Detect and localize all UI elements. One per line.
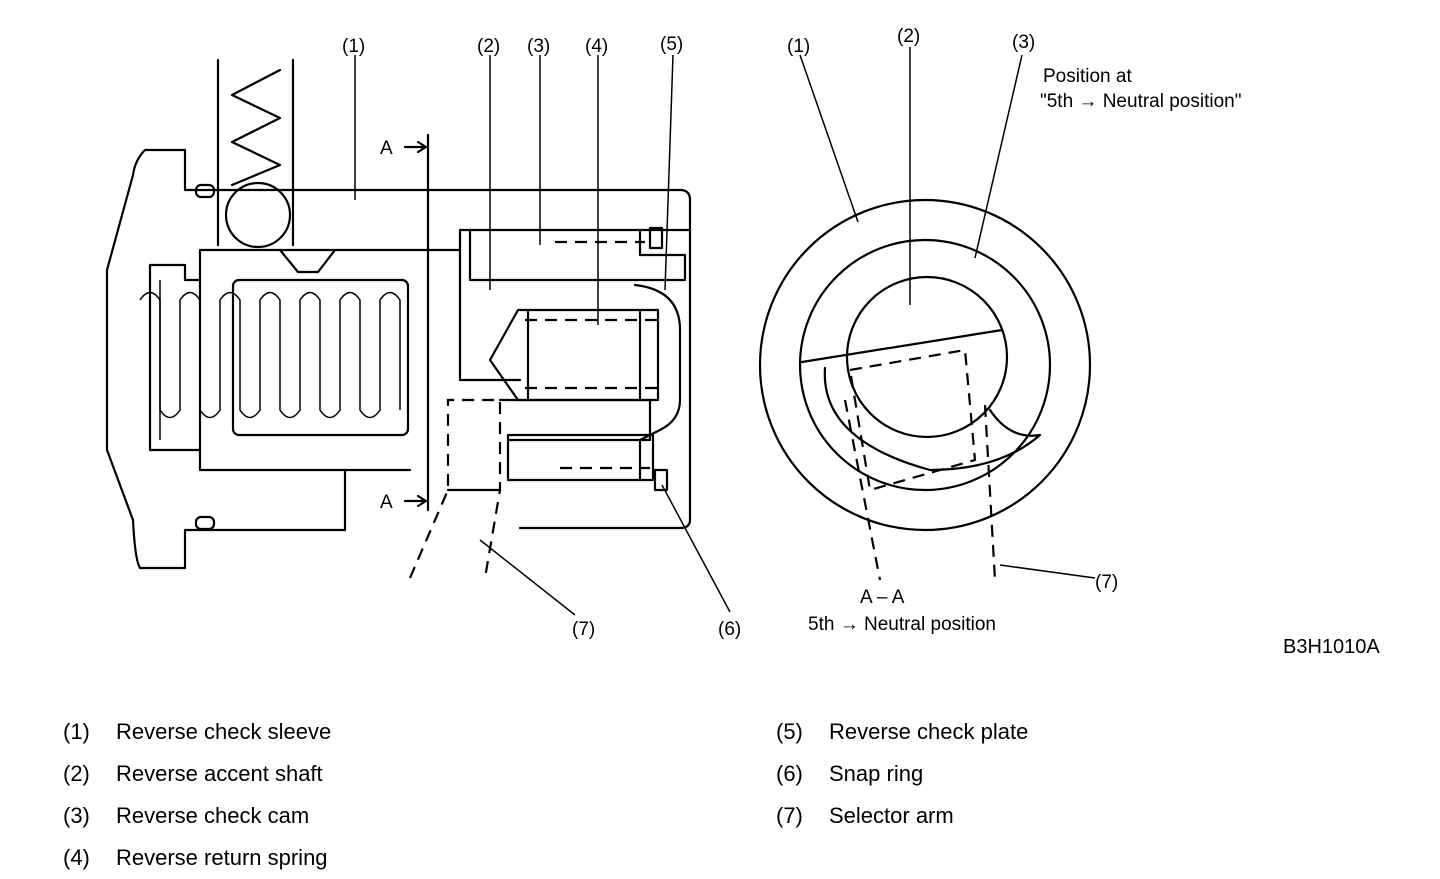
legend-right: (5) Reverse check plate (6) Snap ring (7… xyxy=(776,719,1176,849)
callout-3-left: (3) xyxy=(527,36,550,57)
section-mark-bottom: A xyxy=(380,492,393,513)
section-caption: 5th → Neutral position xyxy=(808,614,996,635)
legend-label: Reverse check cam xyxy=(116,803,310,828)
callout-5-left: (5) xyxy=(660,34,683,55)
shaft-circle xyxy=(845,275,1009,439)
legend-number: (7) xyxy=(776,803,803,828)
sleeve-outer-circle xyxy=(758,198,1092,532)
side-section-view: A A (1) (2) (3) (4) (5) (6) (7) xyxy=(105,34,741,640)
callout-7-left: (7) xyxy=(572,619,595,640)
check-cam xyxy=(468,228,687,282)
position-note-line1: Position at xyxy=(1043,66,1132,87)
selector-arm-section xyxy=(843,399,997,581)
cam-circle xyxy=(798,238,1052,492)
detent-ball xyxy=(224,181,292,249)
callout-2-right: (2) xyxy=(897,26,920,47)
callout-2-left: (2) xyxy=(477,36,500,57)
snap-ring xyxy=(653,468,669,492)
legend-label: Reverse check sleeve xyxy=(116,719,332,744)
housing xyxy=(105,148,692,570)
callout-6-left: (6) xyxy=(718,619,741,640)
check-plate xyxy=(633,283,682,482)
legend-label: Reverse return spring xyxy=(116,845,328,870)
legend-number: (1) xyxy=(63,719,90,744)
legend-number: (3) xyxy=(63,803,90,828)
figure-id: B3H1010A xyxy=(1283,636,1380,658)
callout-1-left: (1) xyxy=(342,36,365,57)
legend-number: (5) xyxy=(776,719,803,744)
section-arrow-bottom xyxy=(403,494,428,508)
legend-number: (4) xyxy=(63,845,90,870)
detent-spring xyxy=(216,58,295,247)
section-mark-top: A xyxy=(380,138,393,159)
legend-label: Selector arm xyxy=(829,803,954,828)
section-a-a-view: (1) (2) (3) (7) Position at "5th → Neutr… xyxy=(758,26,1241,635)
cam-pin-top xyxy=(555,226,664,250)
callout-4-left: (4) xyxy=(585,36,608,57)
plunger xyxy=(488,308,660,402)
callout-3-right: (3) xyxy=(1012,32,1035,53)
legend-left: (1) Reverse check sleeve (2) Reverse acc… xyxy=(63,719,483,879)
legend-number: (6) xyxy=(776,761,803,786)
legend-label: Reverse check plate xyxy=(829,719,1029,744)
legend-label: Snap ring xyxy=(829,761,924,786)
callout-7-right: (7) xyxy=(1095,572,1118,593)
selector-arm-side xyxy=(408,398,502,579)
section-arrow-top xyxy=(403,140,428,154)
legend-label: Reverse accent shaft xyxy=(116,761,323,786)
position-note-line2: "5th → Neutral position" xyxy=(1040,91,1241,112)
section-label: A – A xyxy=(860,587,905,608)
legend-number: (2) xyxy=(63,761,90,786)
return-spring-coil xyxy=(139,278,410,437)
callout-1-right: (1) xyxy=(787,36,810,57)
reverse-check-diagram: A A (1) (2) (3) (4) (5) (6) (7) xyxy=(105,26,1241,640)
